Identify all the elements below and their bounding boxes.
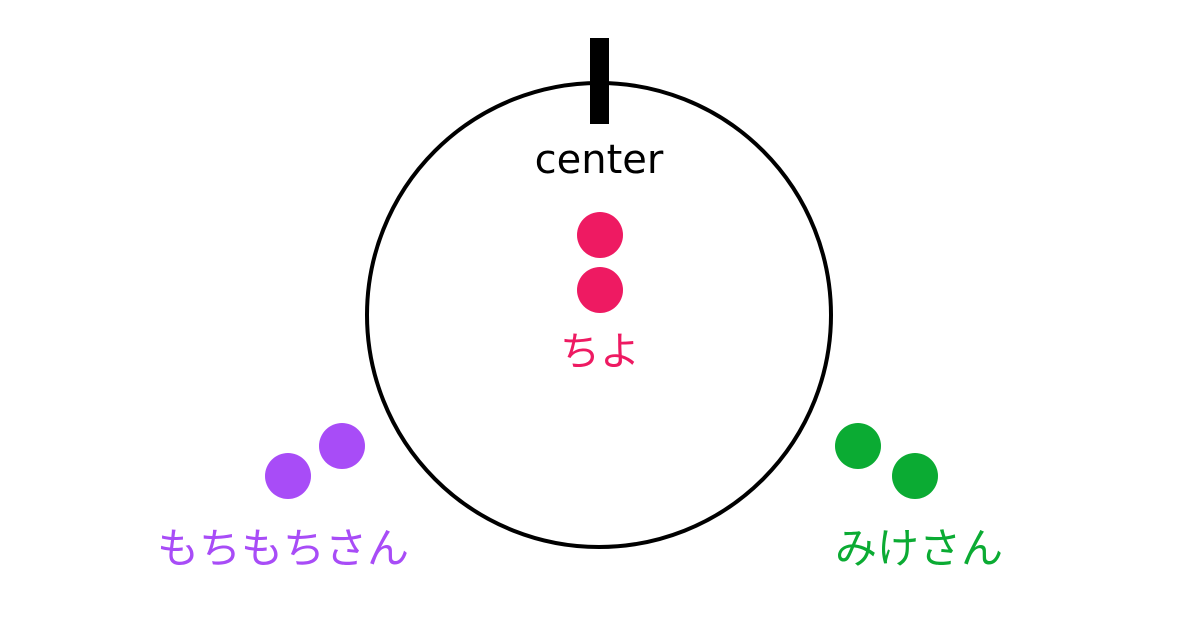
center-tick-mark <box>590 38 609 124</box>
mochimochi-dot-left <box>265 453 311 499</box>
mike-dot-right <box>892 453 938 499</box>
center-label: center <box>534 137 664 183</box>
chiyo-dot-top <box>577 212 623 258</box>
chiyo-dot-bottom <box>577 267 623 313</box>
mochimochi-label: もちもちさん <box>156 524 410 573</box>
mike-label: みけさん <box>834 524 1004 573</box>
mochimochi-dot-right <box>319 423 365 469</box>
chiyo-label: ちよ <box>560 329 640 375</box>
mike-dot-left <box>835 423 881 469</box>
